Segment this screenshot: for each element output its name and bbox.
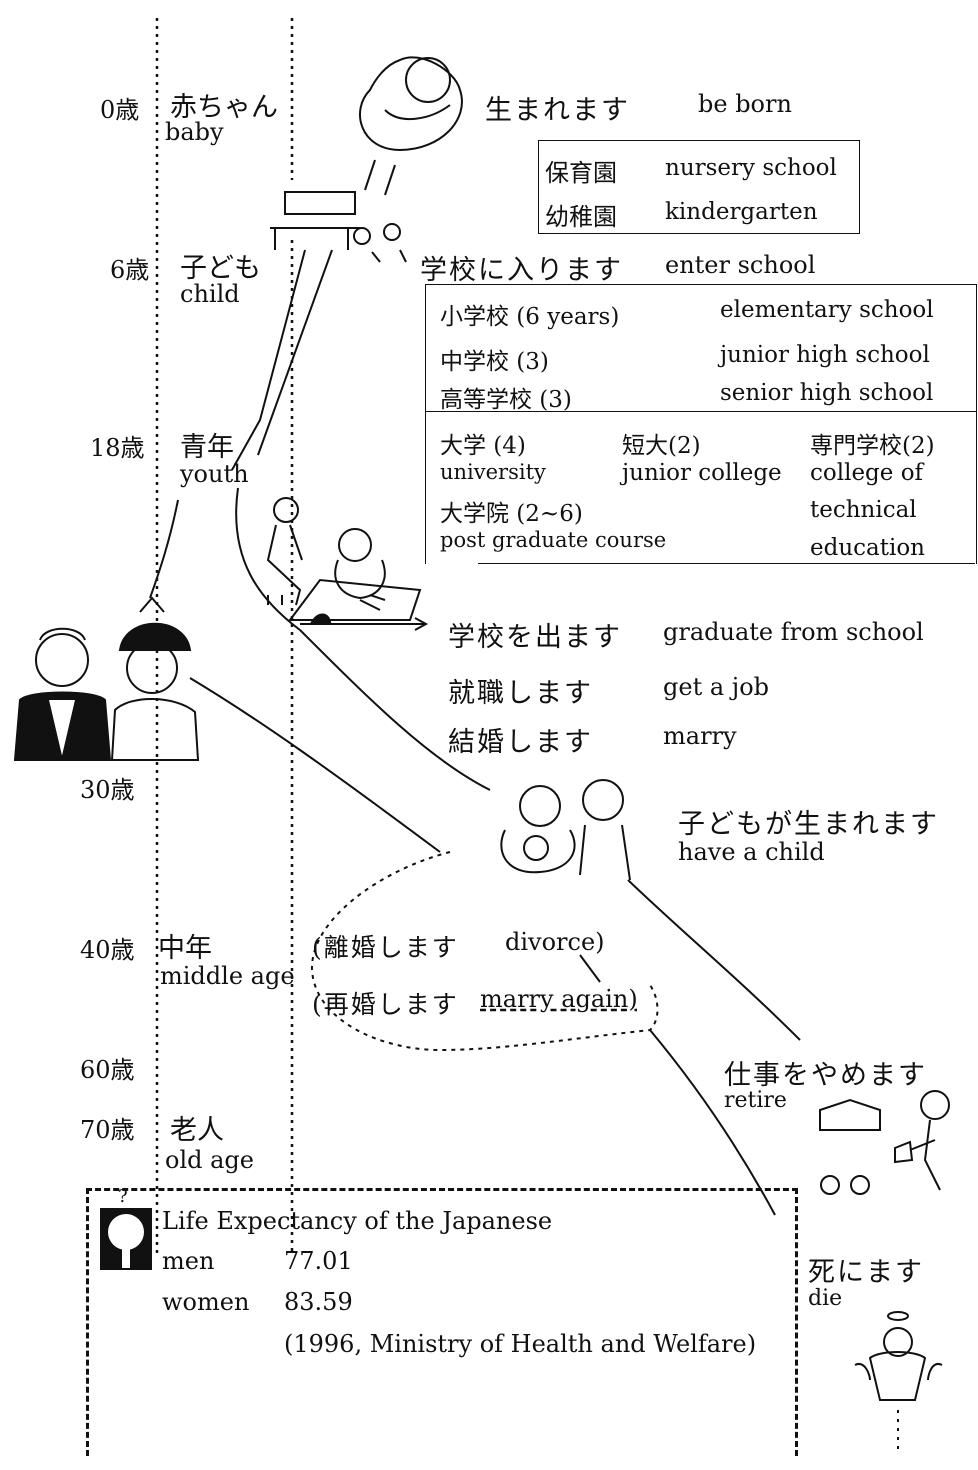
event-jp: (再婚します — [312, 990, 459, 1019]
age-label: 30歳 — [80, 776, 135, 804]
life-expectancy-box — [86, 1188, 798, 1456]
age-label: 70歳 — [80, 1116, 135, 1144]
event-jp: 子どもが生まれます — [678, 809, 939, 840]
school-en: elementary school — [720, 297, 934, 323]
higher-ed-en: education — [810, 535, 925, 561]
higher-ed-en: university — [440, 460, 546, 484]
stage-jp: 青年 — [180, 432, 234, 463]
life-expectancy-source: (1996, Ministry of Health and Welfare) — [284, 1330, 757, 1358]
men-label: men — [162, 1247, 215, 1275]
life-expectancy-title: Life Expectancy of the Japanese — [162, 1207, 553, 1235]
event-en: marry again) — [480, 985, 638, 1013]
higher-ed-jp: 大学 (4) — [440, 433, 526, 459]
stage-jp: 中年 — [158, 933, 212, 964]
stage-en: middle age — [160, 962, 295, 990]
men-value: 77.01 — [284, 1247, 353, 1275]
baby-icon — [359, 56, 463, 196]
event-jp: 学校を出ます — [448, 622, 622, 653]
gardening-icon — [819, 1090, 950, 1195]
event-jp: 学校に入ります — [420, 255, 623, 286]
school-en: senior high school — [720, 380, 934, 406]
event-jp: 仕事をやめます — [724, 1060, 927, 1091]
preschool-box — [538, 140, 860, 234]
higher-ed-box — [425, 411, 977, 564]
school-gate-icon — [270, 191, 360, 250]
event-en: have a child — [678, 838, 825, 866]
event-jp: 生まれます — [485, 95, 630, 126]
women-label: women — [162, 1288, 250, 1316]
tree-icon — [100, 1208, 152, 1270]
age-label: 0歳 — [100, 96, 140, 124]
stage-en: baby — [165, 118, 224, 146]
preschool-jp: 保育園 — [545, 159, 617, 187]
age-label: 40歳 — [80, 936, 135, 964]
school-jp: 小学校 (6 years) — [440, 304, 620, 330]
age-label: 18歳 — [90, 434, 145, 462]
women-value: 83.59 — [284, 1288, 353, 1316]
age-label: 6歳 — [110, 256, 150, 284]
higher-ed-en: technical — [810, 497, 917, 523]
event-en: graduate from school — [663, 618, 924, 646]
event-jp: 死にます — [808, 1257, 924, 1288]
student-icon — [266, 497, 422, 623]
school-box — [425, 284, 977, 412]
event-en: get a job — [663, 673, 770, 701]
stage-jp: 老人 — [170, 1115, 224, 1146]
higher-ed-jp: 大学院 (2~6) — [440, 501, 583, 527]
higher-ed-jp: 短大(2) — [622, 433, 701, 459]
event-en: divorce) — [505, 928, 605, 956]
higher-ed-en: post graduate course — [440, 528, 667, 552]
higher-ed-en: college of — [810, 460, 924, 486]
preschool-en: nursery school — [665, 155, 837, 181]
stage-en: old age — [165, 1146, 254, 1174]
higher-ed-en: junior college — [622, 460, 782, 486]
higher-ed-jp: 専門学校(2) — [810, 433, 935, 459]
wedding-couple-icon — [13, 596, 200, 761]
parents-with-child-icon — [500, 779, 801, 1041]
angel-icon — [854, 1311, 943, 1450]
event-jp: (離婚します — [312, 933, 459, 962]
event-en: die — [808, 1286, 843, 1311]
stage-jp: 赤ちゃん — [170, 92, 278, 123]
small-children-icon — [353, 223, 407, 263]
higher-ed-bottom-border — [478, 563, 975, 564]
stage-en: child — [180, 280, 240, 308]
stage-jp: 子ども — [180, 253, 261, 284]
event-en: retire — [724, 1088, 787, 1113]
event-en: be born — [698, 90, 792, 118]
age-label: 60歳 — [80, 1056, 135, 1084]
school-jp: 高等学校 (3) — [440, 387, 572, 413]
event-jp: 結婚します — [448, 727, 593, 758]
age-label: ? — [118, 1186, 128, 1207]
event-en: marry — [663, 722, 737, 750]
stage-en: youth — [180, 460, 249, 488]
preschool-jp: 幼稚園 — [545, 203, 617, 231]
preschool-en: kindergarten — [665, 199, 818, 225]
school-en: junior high school — [720, 342, 930, 368]
school-jp: 中学校 (3) — [440, 349, 549, 375]
event-jp: 就職します — [448, 678, 593, 709]
event-en: enter school — [665, 251, 816, 279]
